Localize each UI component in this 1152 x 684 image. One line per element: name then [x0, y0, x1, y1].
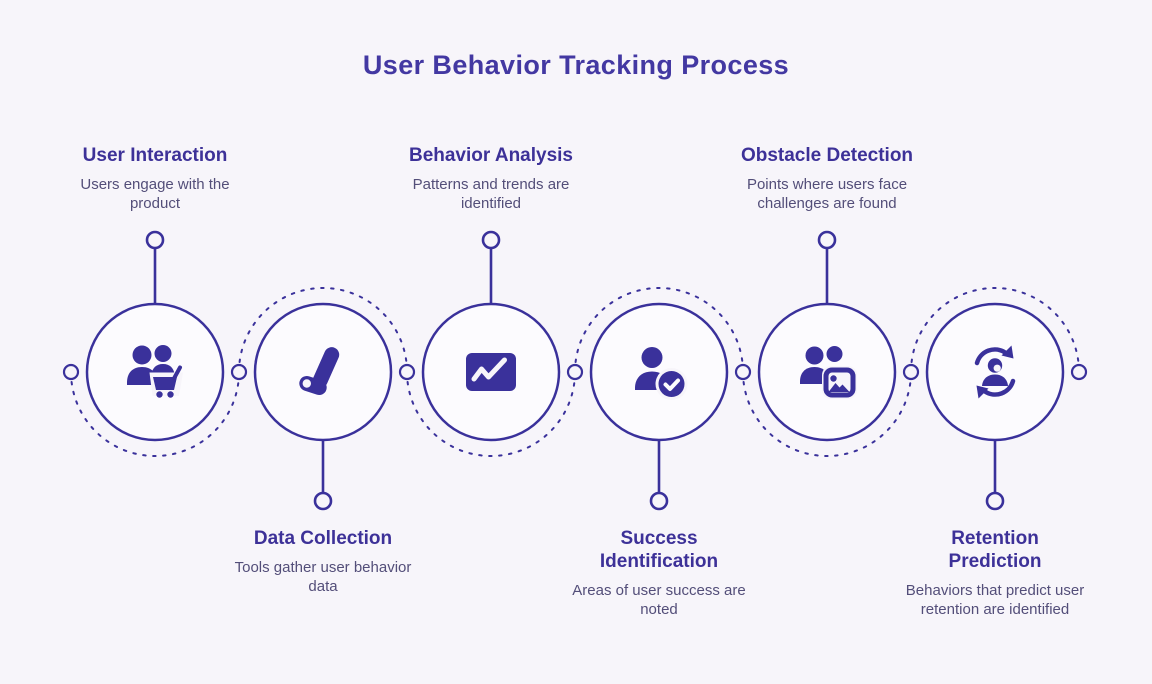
- step-4-title: Success Identification: [599, 528, 719, 573]
- trend-chart-icon: [459, 340, 523, 404]
- step-2-title: Data Collection: [253, 528, 393, 549]
- page-title: User Behavior Tracking Process: [362, 50, 790, 80]
- users-cart-icon: [123, 340, 187, 404]
- step-2-label: Data Collection Tools gather user behavi…: [203, 527, 443, 597]
- label-stems: [145, 230, 1005, 511]
- step-3-description: Patterns and trends are identified: [412, 176, 570, 212]
- step-1-title: User Interaction: [82, 145, 228, 166]
- step-6-title: Retention Prediction: [948, 528, 1042, 573]
- step-3-title: Behavior Analysis: [408, 145, 574, 166]
- step-5-label: Obstacle Detection Points where users fa…: [707, 144, 947, 214]
- users-image-icon: [795, 340, 859, 404]
- step-5-title: Obstacle Detection: [740, 145, 914, 166]
- step-6-label: Retention Prediction Behaviors that pred…: [875, 527, 1115, 620]
- step-6-description: Behaviors that predict user retention ar…: [905, 582, 1085, 619]
- step-1-description: Users engage with the product: [80, 176, 230, 212]
- step-5-description: Points where users face challenges are f…: [746, 176, 908, 212]
- step-4-label: Success Identification Areas of user suc…: [539, 527, 779, 620]
- user-refresh-icon: [963, 340, 1027, 404]
- step-3-label: Behavior Analysis Patterns and trends ar…: [371, 144, 611, 214]
- user-check-icon: [627, 340, 691, 404]
- step-4-circle: [589, 302, 729, 442]
- junction-dots: [62, 363, 1088, 381]
- step-1-label: User Interaction Users engage with the p…: [35, 144, 275, 214]
- step-2-description: Tools gather user behavior data: [234, 559, 412, 595]
- checkmark-icon: [291, 340, 355, 404]
- dashed-path: [70, 287, 1080, 457]
- step-4-description: Areas of user success are noted: [572, 582, 746, 619]
